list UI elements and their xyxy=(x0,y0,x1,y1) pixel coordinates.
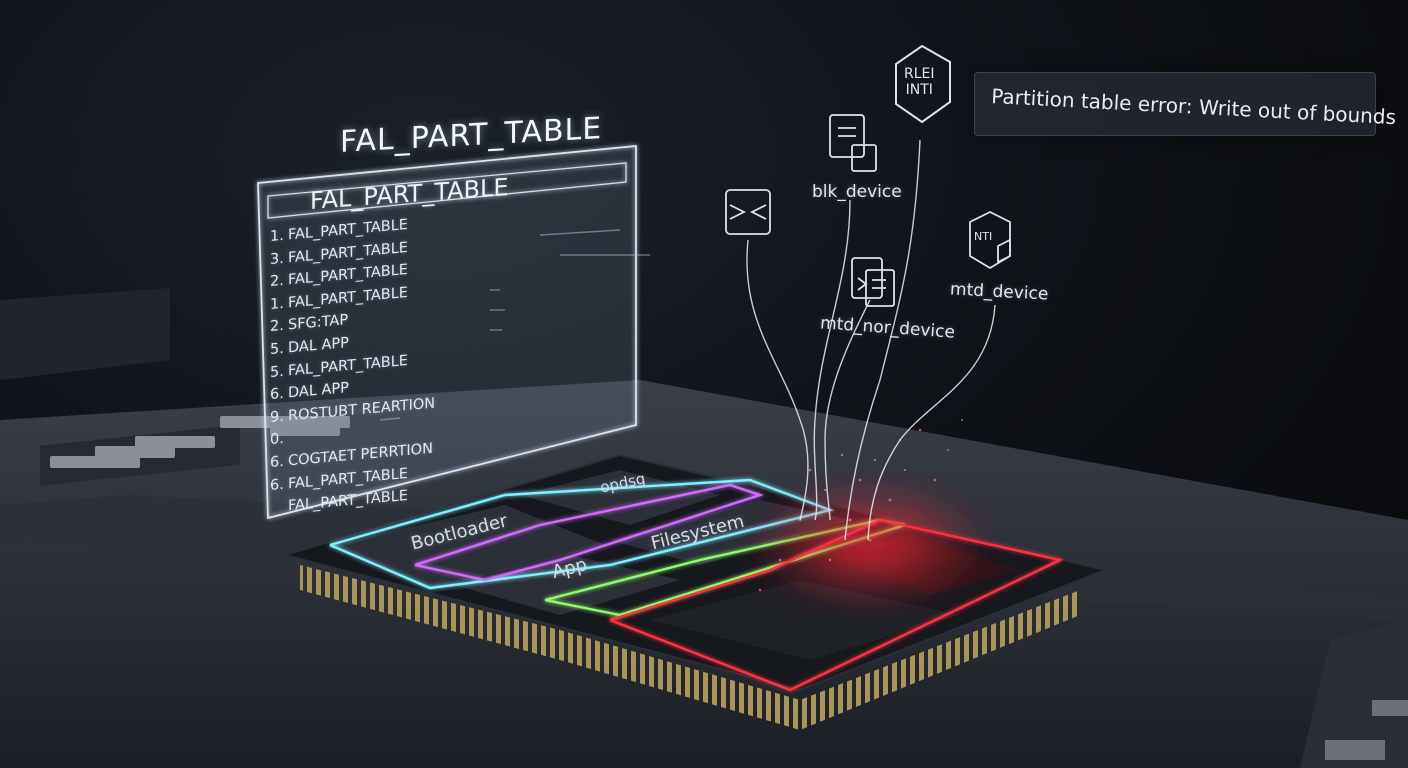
chip-pins-front xyxy=(560,590,1080,730)
mtd-icon-text: NTI xyxy=(974,230,993,243)
right-small-chips xyxy=(1325,700,1408,760)
partition-entry-number: 1. xyxy=(270,227,284,245)
partition-entry-number: 2. xyxy=(270,272,284,291)
partition-entry-number: 5. xyxy=(270,340,284,358)
partition-entry-number xyxy=(270,511,288,513)
partition-entry-label: DAL APP xyxy=(288,335,349,357)
signal-wires xyxy=(746,139,996,541)
region-app-block xyxy=(455,555,680,615)
partition-entry-number: 6. xyxy=(270,476,284,494)
rlei-icon-line2: INTI xyxy=(905,82,933,98)
partition-entry-number: 9. xyxy=(270,408,284,426)
partition-entry-number: 6. xyxy=(270,385,284,404)
partition-entry-number: 6. xyxy=(270,453,284,471)
partition-entry-number: 5. xyxy=(270,363,284,381)
folder-icon xyxy=(829,114,877,172)
partition-entry-number: 2. xyxy=(270,318,284,336)
holo-scan-lines xyxy=(379,229,650,421)
swap-icon xyxy=(725,189,771,235)
right-board-edge xyxy=(1300,620,1408,768)
neon-magenta-outline xyxy=(414,483,764,582)
hex-icon-shape xyxy=(895,44,951,124)
chip-pins-left xyxy=(300,565,560,660)
error-toast xyxy=(974,72,1376,136)
partition-entry-number: 3. xyxy=(270,250,284,268)
document-icon xyxy=(851,257,895,307)
holo-panel-frame xyxy=(257,145,637,520)
rlei-icon-line1: RLEI xyxy=(904,66,935,82)
left-connector xyxy=(0,288,170,380)
partition-entry-label: DAL APP xyxy=(288,380,349,402)
blk-device-label: blk_device xyxy=(812,182,902,202)
partition-entry-label: SFG:TAP xyxy=(288,312,349,334)
rlei-icon: RLEI INTI xyxy=(904,66,935,98)
partition-entry-number: 1. xyxy=(270,295,284,313)
error-glow xyxy=(750,485,990,605)
partition-entry-number: 0. xyxy=(270,431,284,449)
chip-package-icon xyxy=(969,210,1011,270)
